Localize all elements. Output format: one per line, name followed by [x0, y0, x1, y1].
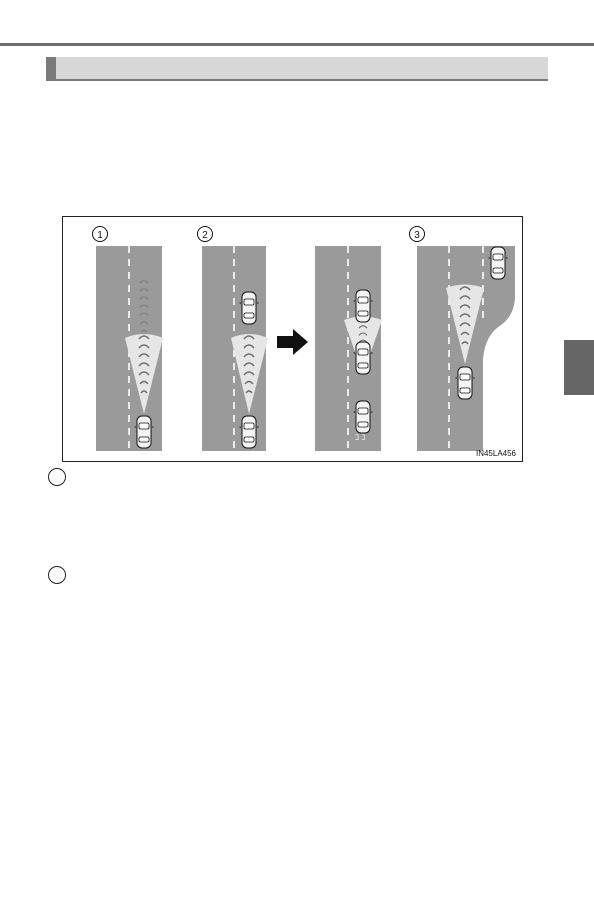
car-2 [239, 415, 259, 449]
section-header [46, 57, 548, 81]
note-1-marker-circle [48, 468, 66, 486]
section-header-marker [46, 57, 56, 81]
illustration-frame: ｺ ｺ 1 2 3 IN45LA456 [62, 216, 523, 462]
figure-code: IN45LA456 [475, 449, 516, 458]
car-3-other-lane [488, 246, 508, 280]
car-2b [353, 400, 373, 434]
chapter-side-tab [564, 340, 594, 395]
svg-text:1: 1 [97, 230, 103, 241]
panel-marker-1: 1 [92, 226, 108, 242]
car-3 [455, 366, 475, 400]
transition-arrow [277, 329, 308, 355]
panel-3 [417, 246, 515, 451]
note-2-marker-circle [48, 566, 66, 584]
car-2-lead [239, 291, 259, 325]
radar-beam-1 [125, 334, 163, 414]
section-header-bar [56, 57, 548, 81]
panel-marker-2: 2 [197, 226, 213, 242]
svg-text:3: 3 [414, 230, 420, 241]
illustration: ｺ ｺ 1 2 3 [92, 226, 515, 451]
panel-marker-3: 3 [409, 226, 425, 242]
car-2b-lead [353, 289, 373, 323]
panel-2b: ｺ ｺ [315, 246, 382, 451]
panel-2 [202, 246, 268, 451]
note-1 [48, 468, 68, 488]
car-1 [134, 415, 154, 449]
note-2 [48, 566, 68, 586]
car-2b-cutin [353, 341, 373, 375]
radar-beam-2 [231, 334, 268, 414]
radar-beam-3 [446, 284, 484, 364]
top-rule [0, 43, 594, 46]
svg-text:2: 2 [202, 230, 208, 241]
svg-text:ｺ ｺ: ｺ ｺ [355, 433, 365, 442]
panel-1 [96, 246, 163, 451]
